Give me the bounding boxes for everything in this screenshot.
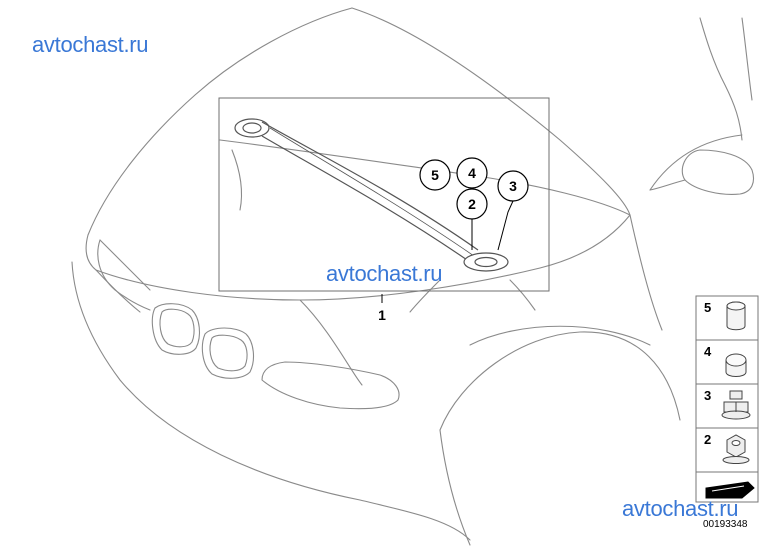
flange-nut-icon <box>721 390 751 420</box>
legend-number-4: 4 <box>704 344 712 359</box>
legend-number-5: 5 <box>704 300 711 315</box>
detail-frame <box>218 97 550 292</box>
callout-label-4: 4 <box>468 165 476 181</box>
callout-label-2: 2 <box>468 196 476 212</box>
cap-tall-icon <box>726 301 746 331</box>
watermark-bottom-right: avtochast.ru <box>622 496 739 521</box>
callout-label-5: 5 <box>431 167 439 183</box>
callout-label-3: 3 <box>509 178 517 194</box>
hex-nut-icon <box>722 434 750 464</box>
callout-circle-2 <box>456 188 488 220</box>
watermark-center: avtochast.ru <box>326 261 443 286</box>
strut-brace-icon <box>705 481 755 499</box>
legend-number-3: 3 <box>704 388 711 403</box>
callout-circle-4 <box>456 157 488 189</box>
watermark-top-left: avtochast.ru <box>32 32 149 57</box>
callout-label-1: 1 <box>378 307 386 323</box>
callout-circle-3 <box>497 170 529 202</box>
parts-legend-panel: 5 4 3 2 <box>695 295 759 503</box>
callout-circle-5 <box>419 159 451 191</box>
diagram-id: 00193348 <box>703 519 748 530</box>
strut-brace-drawing <box>234 118 509 272</box>
legend-number-2: 2 <box>704 432 711 447</box>
cap-short-icon <box>725 353 747 377</box>
